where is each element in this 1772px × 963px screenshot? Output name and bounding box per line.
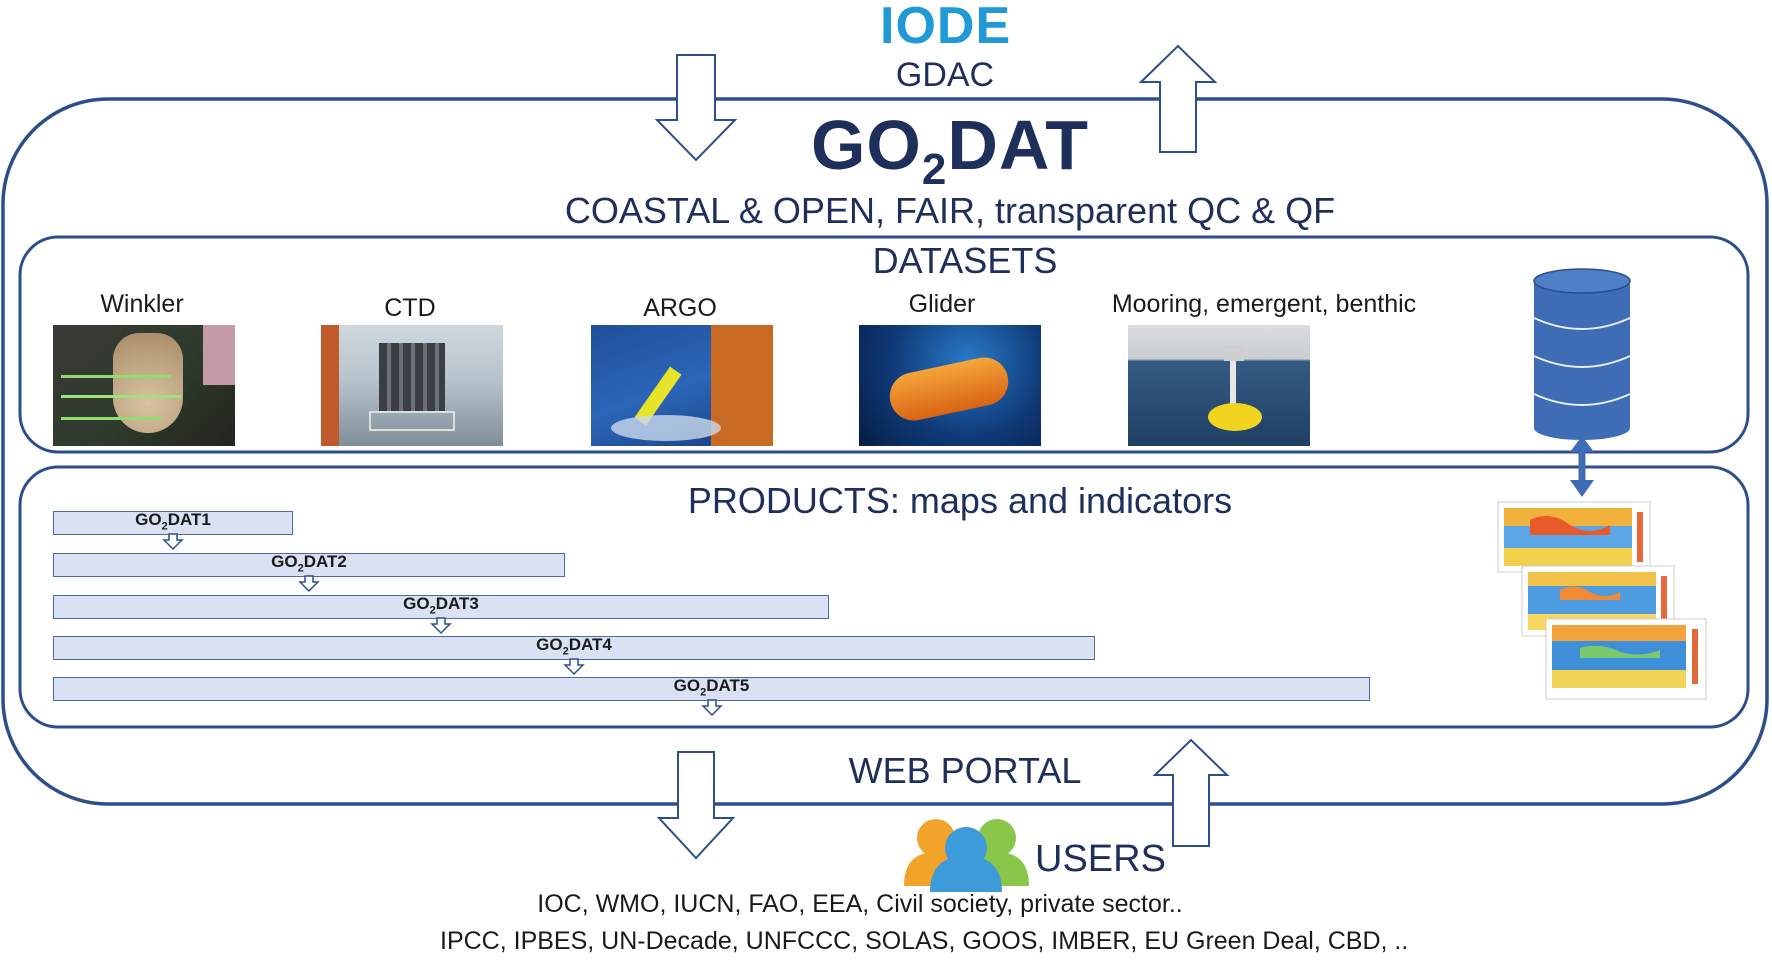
product-bar-2	[53, 553, 565, 577]
product-bar-label-1: GO2DAT1	[135, 510, 211, 533]
datasets-box	[18, 235, 1750, 454]
product-bar-label-3: GO2DAT3	[403, 594, 479, 617]
product-bar-arrow-5	[700, 699, 723, 717]
arrow-down-users	[656, 751, 736, 860]
product-bar-arrow-1	[162, 533, 184, 551]
database-maps-double-arrow	[1570, 436, 1594, 497]
global-maps-thumbnail	[1497, 501, 1707, 700]
users-line-2: IPCC, IPBES, UN-Decade, UNFCCC, SOLAS, G…	[440, 927, 1409, 955]
ctd-photo	[321, 325, 503, 446]
product-bar-label-5: GO2DAT5	[673, 676, 750, 699]
database-icon	[1533, 268, 1631, 440]
dataset-label-winkler: Winkler	[100, 290, 184, 318]
go2dat-title: GO2DAT	[790, 105, 1110, 195]
go2dat-outer-frame	[1, 97, 1769, 806]
go2dat-subtitle: COASTAL & OPEN, FAIR, transparent QC & Q…	[564, 190, 1336, 231]
users-icon	[904, 819, 1029, 892]
mooring-photo	[1128, 325, 1310, 446]
title-subscript: 2	[921, 145, 948, 194]
product-bar-label-2: GO2DAT2	[271, 552, 347, 575]
dataset-label-ctd: CTD	[384, 294, 436, 322]
arrow-down-gdac-in	[654, 54, 738, 162]
winkler-photo	[53, 325, 235, 446]
glider-photo	[859, 325, 1041, 446]
gdac-label: GDAC	[895, 56, 995, 94]
arrow-up-users	[1152, 738, 1230, 847]
title-main: GO	[810, 106, 922, 184]
product-bar-5	[53, 677, 1370, 701]
argo-photo	[591, 325, 773, 446]
product-bar-arrow-3	[430, 617, 452, 635]
dataset-label-glider: Glider	[908, 290, 976, 318]
products-title: PRODUCTS: maps and indicators	[687, 480, 1233, 521]
users-title: USERS	[1035, 838, 1166, 880]
dataset-label-mooring: Mooring, emergent, benthic	[1111, 290, 1417, 318]
dataset-label-argo: ARGO	[643, 294, 717, 322]
product-bar-arrow-4	[563, 658, 585, 676]
product-bar-1	[53, 511, 293, 535]
title-tail: DAT	[947, 106, 1090, 184]
datasets-title: DATASETS	[872, 240, 1058, 281]
users-line-1: IOC, WMO, IUCN, FAO, EEA, Civil society,…	[537, 890, 1183, 918]
arrow-up-gdac-out	[1138, 44, 1218, 153]
product-bar-arrow-2	[298, 575, 320, 593]
products-box	[18, 465, 1750, 729]
product-bar-label-4: GO2DAT4	[536, 635, 612, 658]
iode-logo: IODE	[880, 0, 1012, 55]
web-portal-title: WEB PORTAL	[848, 750, 1082, 791]
